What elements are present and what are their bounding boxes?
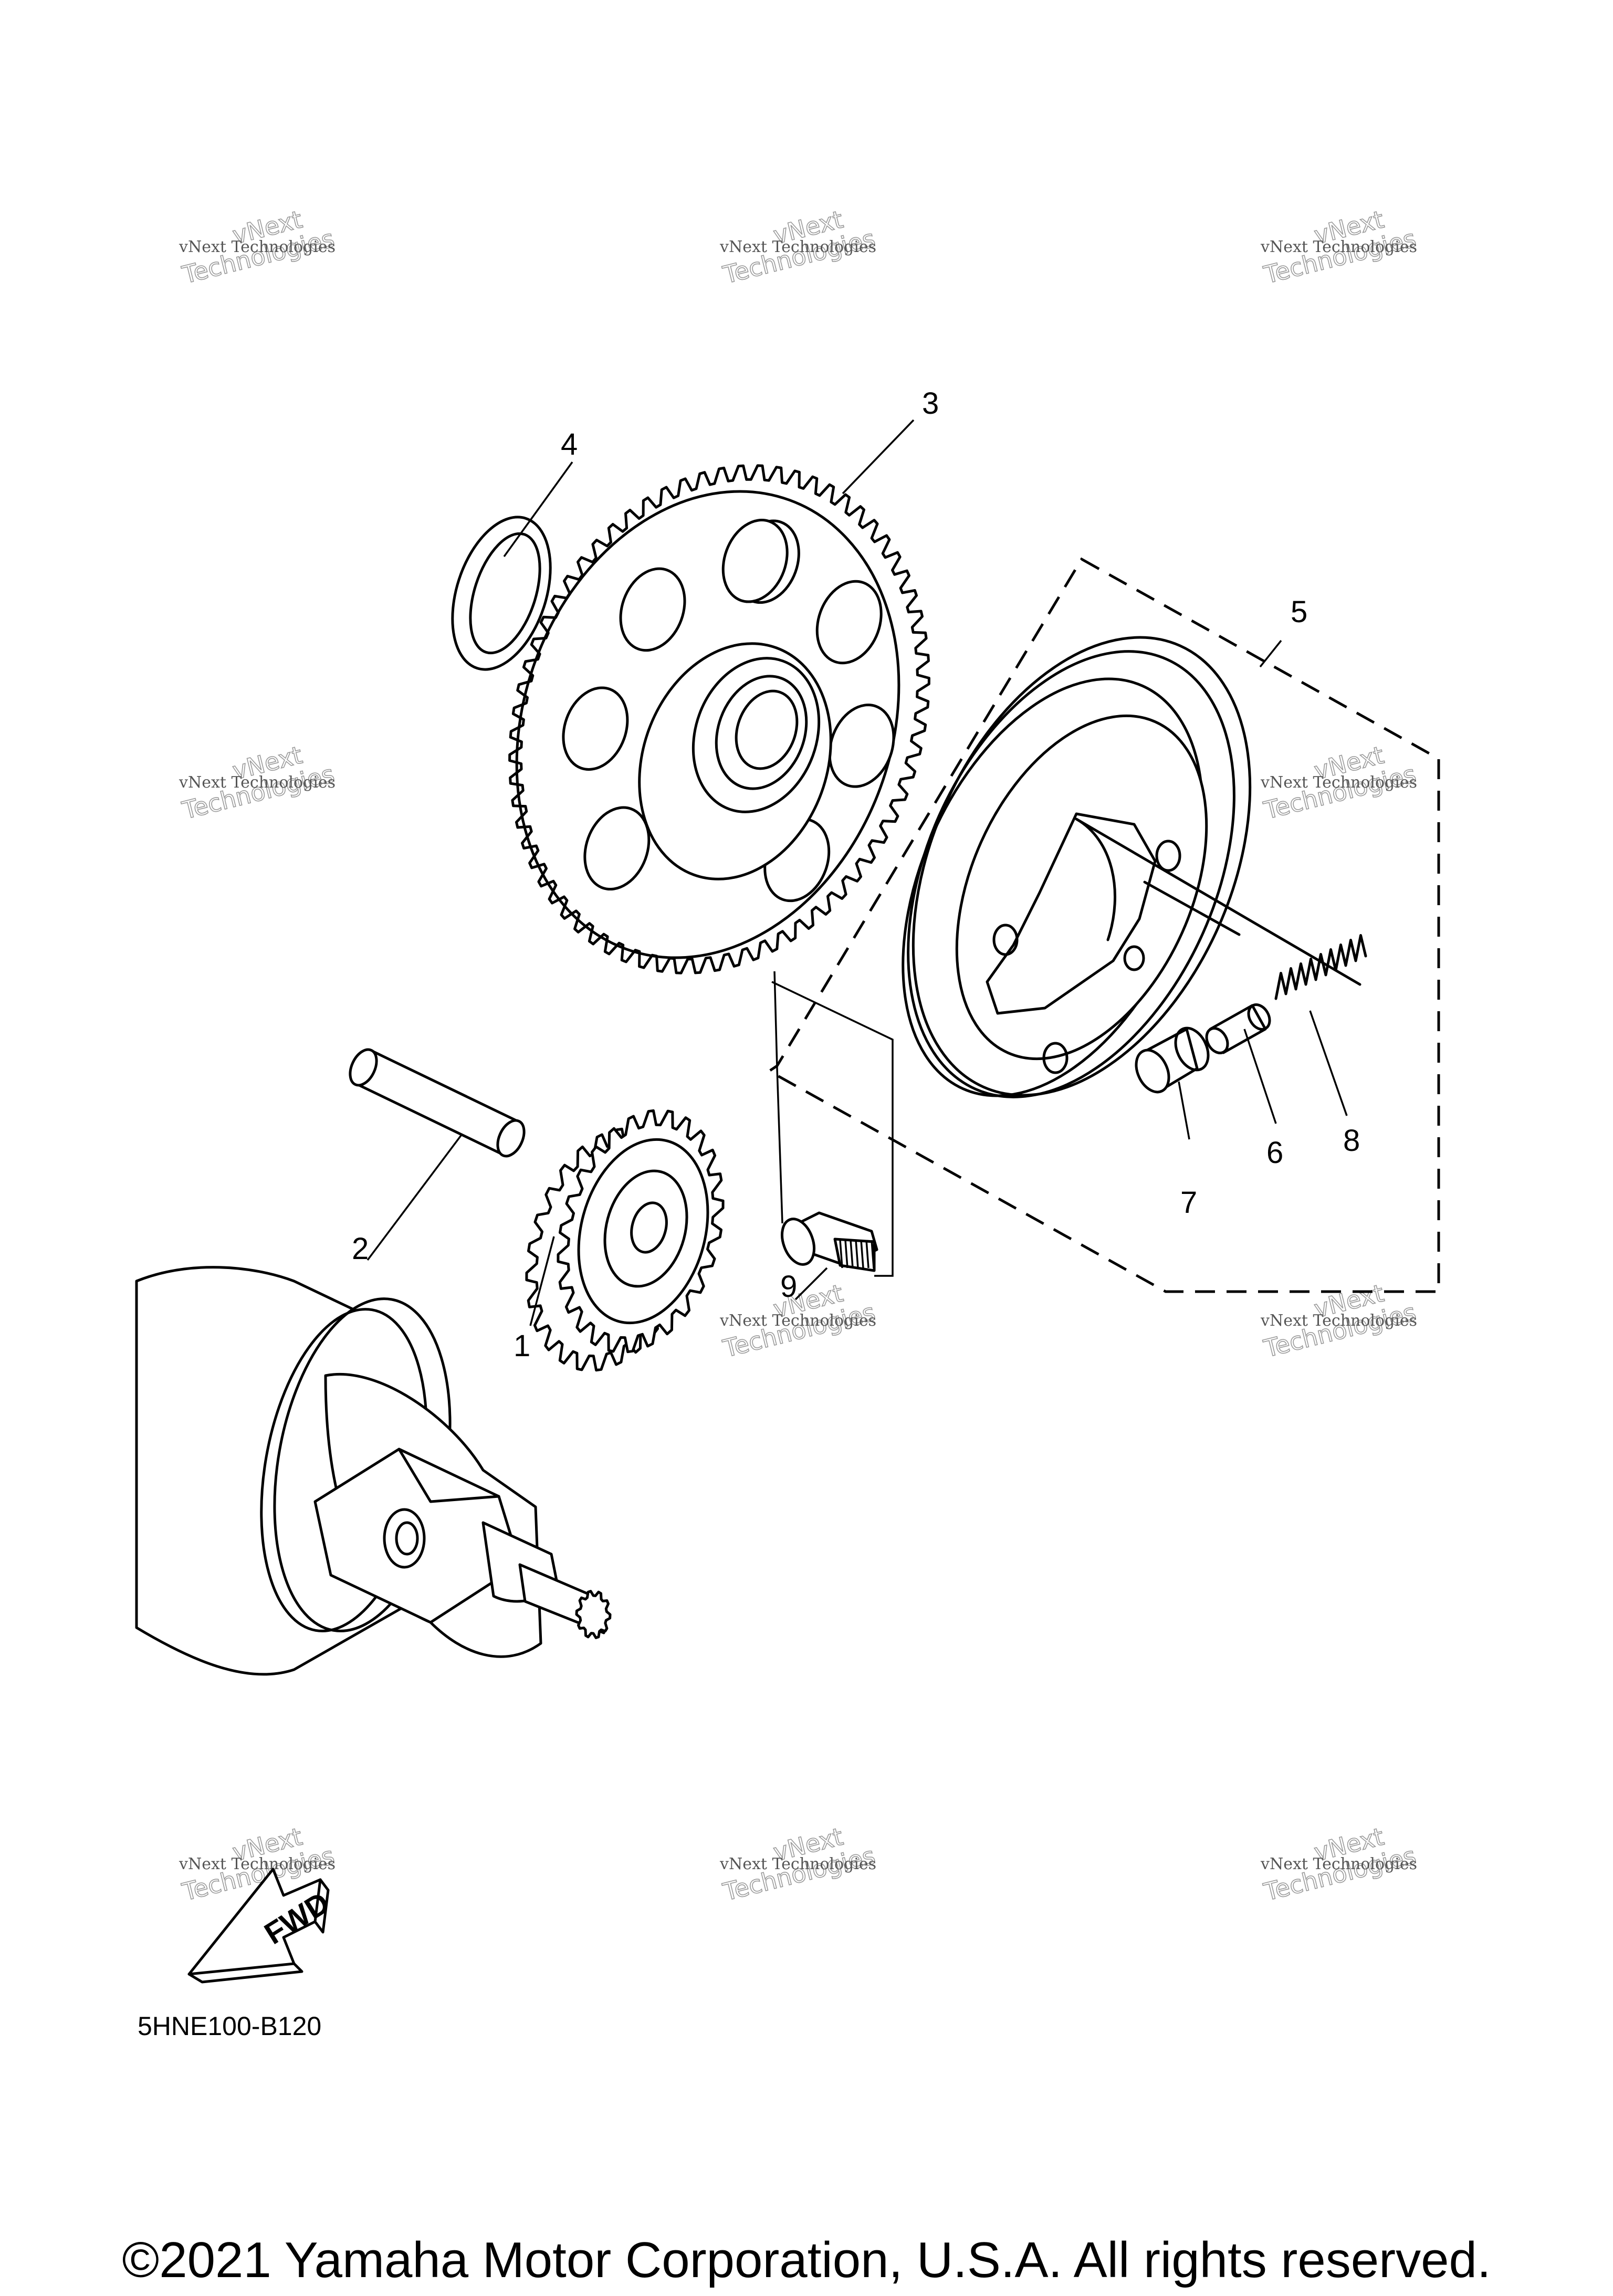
callout-1: 1 [514,1329,530,1363]
callout-6: 6 [1266,1136,1283,1170]
starter-motor [135,1266,612,1676]
watermark-text: vNext Technologies [1260,773,1417,792]
part-1-idler-gear[interactable] [525,1109,727,1372]
callout-3: 3 [922,386,939,421]
callout-2: 2 [352,1232,369,1266]
diagram-code: 5HNE100-B120 [138,2011,322,2041]
callout-4: 4 [561,427,578,462]
watermark-text: vNext Technologies [719,1312,876,1330]
part-2-shaft[interactable] [345,1045,529,1160]
callout-leaders [366,419,1348,1326]
part-3-starter-wheel-gear[interactable] [453,437,962,1012]
watermark-text: vNext Technologies [719,1855,876,1873]
lightening-hole [815,580,883,665]
lightening-hole [619,567,686,652]
watermark-text: vNext Technologies [1260,1855,1417,1873]
part-5-clutch-housing[interactable] [843,585,1361,1148]
watermark-text: vNext Technologies [179,238,336,256]
callout-7: 7 [1180,1186,1197,1220]
watermark-text: vNext Technologies [179,1855,336,1873]
part-9-bolt[interactable] [771,971,894,1277]
part-7-roller[interactable] [1130,1023,1214,1097]
copyright-notice: ©2021 Yamaha Motor Corporation, U.S.A. A… [122,2232,1491,2288]
callout-8: 8 [1343,1124,1360,1158]
part-6-plunger[interactable] [1202,1001,1274,1056]
part-8-spring[interactable] [1274,934,1367,1000]
part-4-washer[interactable] [435,505,568,682]
lightening-hole [721,519,789,603]
lightening-hole [828,704,895,788]
watermark-text: vNext Technologies [1260,1312,1417,1330]
watermark-text: vNext Technologies [1260,238,1417,256]
watermark-text: vNext Technologies [719,238,876,256]
lightening-hole [583,806,651,891]
callout-5: 5 [1291,595,1307,629]
watermark-text: vNext Technologies [179,773,336,792]
lightening-hole [562,686,629,771]
callout-9: 9 [780,1270,797,1304]
